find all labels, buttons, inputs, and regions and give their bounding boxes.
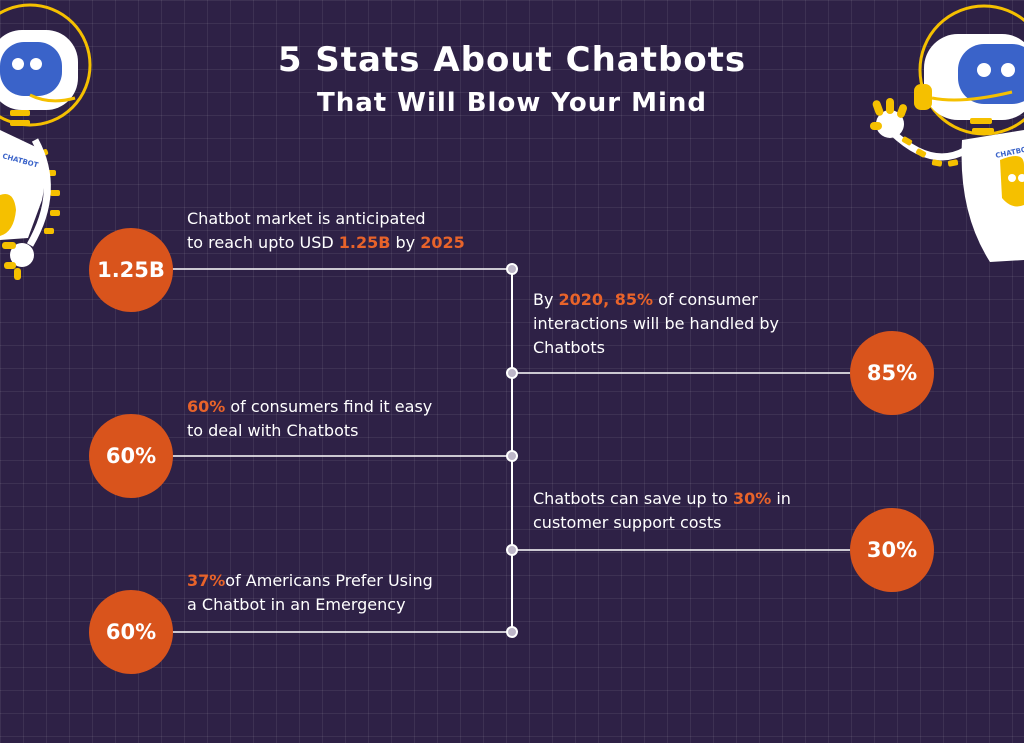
robot-mascot-waving-icon: CHATBOT (870, 4, 1024, 262)
stat-5-line-1-text: of Americans Prefer Using (225, 571, 433, 590)
stat-text-1: Chatbot market is anticipated to reach u… (187, 207, 465, 255)
stat-1-highlight-amount: 1.25B (338, 233, 391, 252)
stat-5-line-1: 37%of Americans Prefer Using (187, 569, 433, 593)
stat-badge-4: 30% (850, 508, 934, 592)
stat-badge-3: 60% (89, 414, 173, 498)
timeline-node-2 (506, 367, 518, 379)
stat-2-highlight: 2020, 85% (558, 290, 654, 309)
stat-4-line-1: Chatbots can save up to 30% in (533, 487, 791, 511)
stat-4-line-2: customer support costs (533, 511, 791, 535)
stat-5-line-2-text: a Chatbot in an Emergency (187, 595, 406, 614)
stat-3-line-1-text: of consumers find it easy (225, 397, 433, 416)
stat-4-line-1-text: Chatbots can save up to (533, 489, 733, 508)
stat-2-line-3: Chatbots (533, 336, 779, 360)
stat-1-line-1-text: Chatbot market is anticipated (187, 209, 426, 228)
timeline-node-1 (506, 263, 518, 275)
stat-1-line-1: Chatbot market is anticipated (187, 207, 465, 231)
stat-badge-2: 85% (850, 331, 934, 415)
timeline-node-3 (506, 450, 518, 462)
stat-text-5: 37%of Americans Prefer Using a Chatbot i… (187, 569, 433, 617)
stat-1-highlight-year: 2025 (420, 233, 465, 252)
stat-4-highlight: 30% (732, 489, 772, 508)
stat-3-line-1: 60% of consumers find it easy (187, 395, 432, 419)
page-subtitle: That Will Blow Your Mind (317, 88, 707, 118)
timeline-node-5 (506, 626, 518, 638)
stat-2-line-2: interactions will be handled by (533, 312, 779, 336)
stat-2-line-1-text: By (533, 290, 559, 309)
stat-3-line-2: to deal with Chatbots (187, 419, 432, 443)
stat-4-line-2-text: customer support costs (533, 513, 722, 532)
stat-2-line-3-text: Chatbots (533, 338, 605, 357)
page-title: 5 Stats About Chatbots (277, 40, 747, 80)
stat-1-line-2: to reach upto USD 1.25B by 2025 (187, 231, 465, 255)
stat-1-line-2-text-b: by (390, 233, 421, 252)
stat-5-highlight: 37% (187, 571, 226, 590)
stat-text-2: By 2020, 85% of consumer interactions wi… (533, 288, 779, 360)
timeline-node-4 (506, 544, 518, 556)
stat-2-line-1-text-b: of consumer (653, 290, 758, 309)
stat-4-line-1-text-b: in (771, 489, 791, 508)
stat-2-line-1: By 2020, 85% of consumer (533, 288, 779, 312)
stat-3-highlight: 60% (187, 397, 226, 416)
stat-3-line-2-text: to deal with Chatbots (187, 421, 359, 440)
stat-text-3: 60% of consumers find it easy to deal wi… (187, 395, 432, 443)
stat-badge-5: 60% (89, 590, 173, 674)
robot-mascot-icon: CHATBOT (0, 3, 92, 280)
stat-5-line-2: a Chatbot in an Emergency (187, 593, 433, 617)
stat-1-line-2-text: to reach upto USD (187, 233, 339, 252)
stat-text-4: Chatbots can save up to 30% in customer … (533, 487, 791, 535)
stat-2-line-2-text: interactions will be handled by (533, 314, 779, 333)
stat-badge-1: 1.25B (89, 228, 173, 312)
